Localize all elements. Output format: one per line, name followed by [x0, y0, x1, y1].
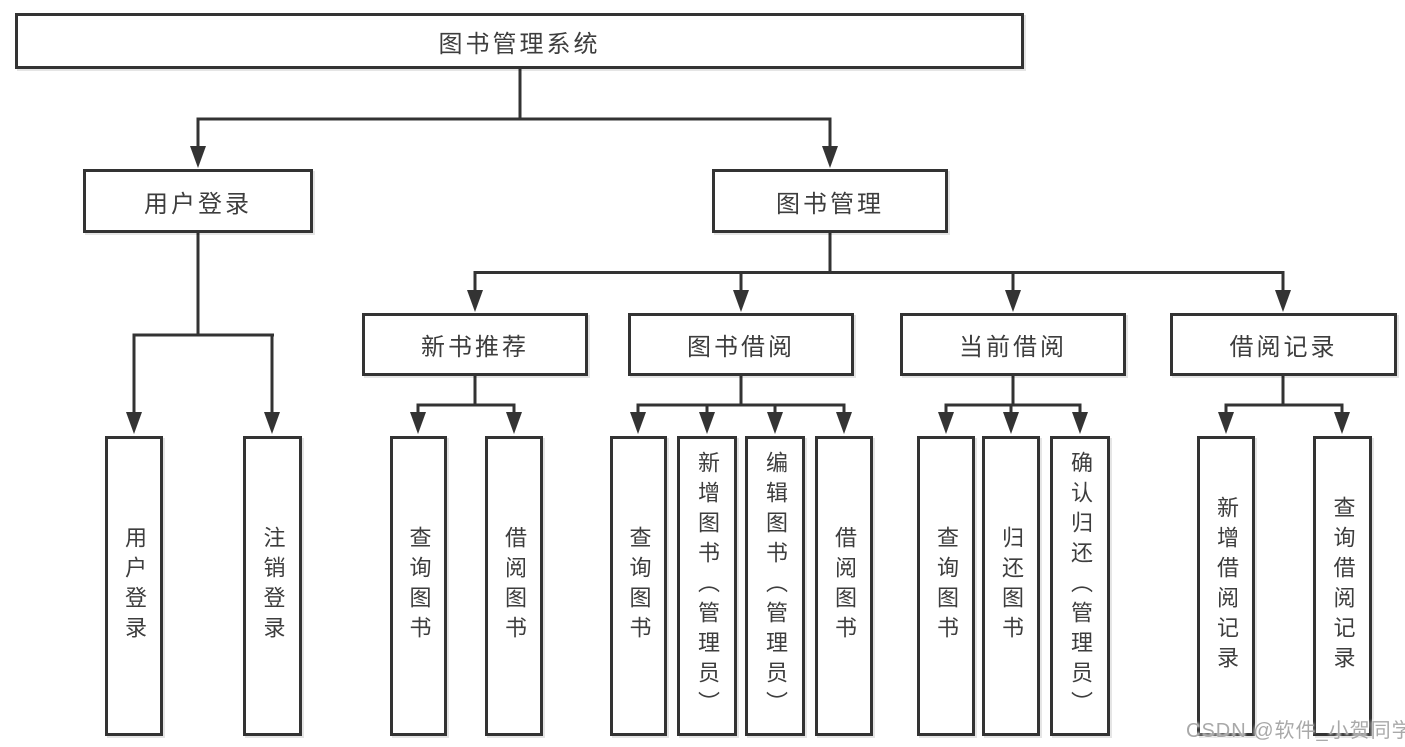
arrowhead-down-icon — [938, 412, 954, 434]
node-user-login-label: 用户登录 — [144, 190, 252, 218]
arrowhead-down-icon — [1003, 412, 1019, 434]
arrowhead-down-icon — [467, 290, 483, 312]
node-book-mgmt: 图书管理 — [712, 169, 948, 233]
arrowhead-down-icon — [506, 412, 522, 434]
leaf-user-login: 用户登录 — [105, 436, 163, 736]
arrowhead-down-icon — [836, 412, 852, 434]
node-new-books-label: 新书推荐 — [421, 334, 529, 361]
arrowhead-down-icon — [1005, 290, 1021, 312]
leaf-label: 新增借阅记录 — [1214, 496, 1239, 676]
node-book-mgmt-label: 图书管理 — [776, 190, 884, 218]
leaf-label: 归还图书 — [999, 526, 1024, 646]
leaf-newbooks-query: 查询图书 — [390, 436, 447, 736]
leaf-label: 新增图书（管理员） — [695, 451, 720, 721]
node-user-login: 用户登录 — [83, 169, 313, 233]
leaf-label: 查询图书 — [626, 526, 652, 646]
leaf-label: 注销登录 — [260, 526, 286, 646]
leaf-label: 借阅图书 — [832, 526, 857, 646]
leaf-label: 确认归还（管理员） — [1068, 451, 1093, 721]
leaf-borrow-borrow: 借阅图书 — [815, 436, 873, 736]
leaf-current-return: 归还图书 — [982, 436, 1040, 736]
node-borrow-records: 借阅记录 — [1170, 313, 1397, 376]
arrowhead-down-icon — [1072, 412, 1088, 434]
watermark: CSDN @软件_小贺同学 — [1186, 720, 1405, 742]
arrowhead-down-icon — [1275, 290, 1291, 312]
arrowhead-down-icon — [767, 412, 783, 434]
leaf-label: 用户登录 — [122, 526, 147, 646]
leaf-label: 查询借阅记录 — [1330, 496, 1356, 676]
node-new-books: 新书推荐 — [362, 313, 588, 376]
arrowhead-down-icon — [126, 412, 142, 434]
arrowhead-down-icon — [1218, 412, 1234, 434]
arrowhead-down-icon — [630, 412, 646, 434]
arrowhead-down-icon — [1334, 412, 1350, 434]
leaf-label: 查询图书 — [934, 526, 959, 646]
leaf-borrow-add: 新增图书（管理员） — [677, 436, 737, 736]
node-current-borrow: 当前借阅 — [900, 313, 1126, 376]
leaf-label: 查询图书 — [406, 526, 432, 646]
arrowhead-down-icon — [822, 146, 838, 168]
arrowhead-down-icon — [264, 412, 280, 434]
leaf-records-add: 新增借阅记录 — [1197, 436, 1255, 736]
arrowhead-down-icon — [733, 290, 749, 312]
node-root-label: 图书管理系统 — [438, 30, 601, 58]
leaf-borrow-query: 查询图书 — [610, 436, 667, 736]
node-root: 图书管理系统 — [15, 13, 1024, 69]
leaf-label: 借阅图书 — [502, 526, 527, 646]
leaf-current-confirm: 确认归还（管理员） — [1050, 436, 1110, 736]
node-book-borrow: 图书借阅 — [628, 313, 854, 376]
node-borrow-records-label: 借阅记录 — [1229, 334, 1338, 361]
leaf-logout: 注销登录 — [243, 436, 302, 736]
node-book-borrow-label: 图书借阅 — [687, 334, 795, 361]
connector-lines — [132, 69, 1344, 413]
arrowhead-down-icon — [190, 146, 206, 168]
leaf-label: 编辑图书（管理员） — [763, 451, 788, 721]
leaf-records-query: 查询借阅记录 — [1313, 436, 1372, 736]
arrowhead-down-icon — [699, 412, 715, 434]
leaf-borrow-edit: 编辑图书（管理员） — [745, 436, 805, 736]
leaf-newbooks-borrow: 借阅图书 — [485, 436, 543, 736]
leaf-current-query: 查询图书 — [917, 436, 975, 736]
node-current-borrow-label: 当前借阅 — [959, 334, 1067, 361]
arrowhead-down-icon — [410, 412, 426, 434]
arrowhead-down-icons — [126, 146, 1350, 434]
